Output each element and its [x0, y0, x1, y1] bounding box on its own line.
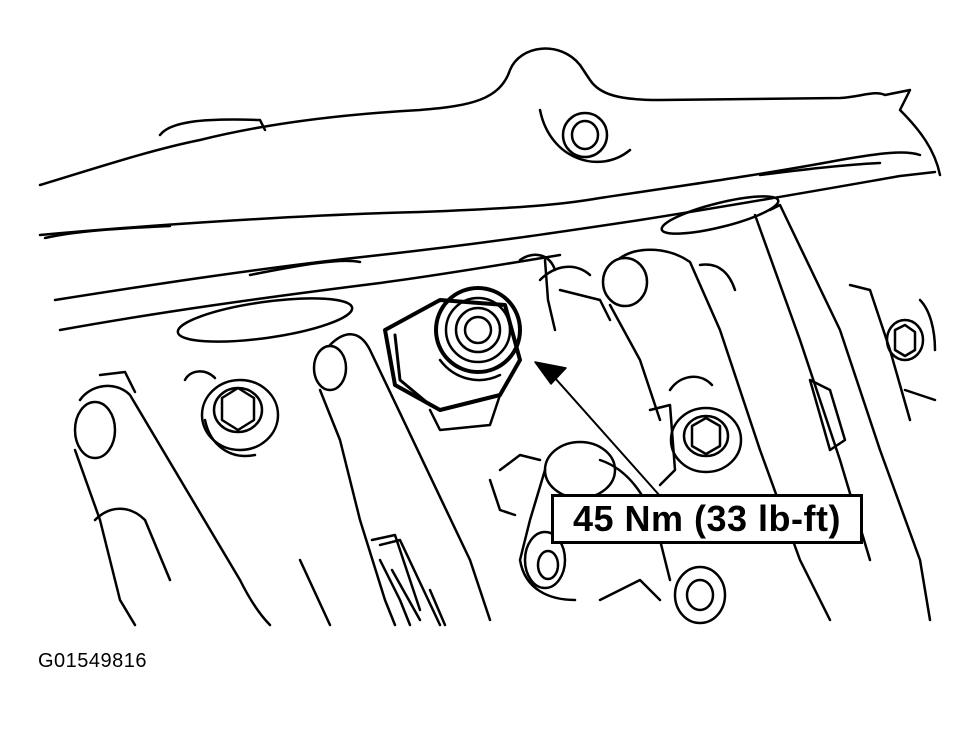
upper-housing — [38, 47, 942, 240]
center-runner — [312, 333, 492, 627]
torque-label: 45 Nm (33 lb-ft) — [572, 498, 842, 539]
leader-arrow — [534, 361, 661, 497]
lower-connector — [298, 538, 442, 627]
left-runner — [73, 370, 272, 627]
right-runner — [753, 203, 937, 622]
torque-target-nut — [383, 286, 522, 432]
right-bolt — [648, 375, 743, 487]
torque-callout: 45 Nm (33 lb-ft) — [551, 494, 863, 544]
figure-id: G01549816 — [38, 650, 148, 672]
left-bolt — [183, 370, 280, 458]
mounting-lug — [518, 248, 832, 622]
manifold-flange — [53, 161, 937, 343]
